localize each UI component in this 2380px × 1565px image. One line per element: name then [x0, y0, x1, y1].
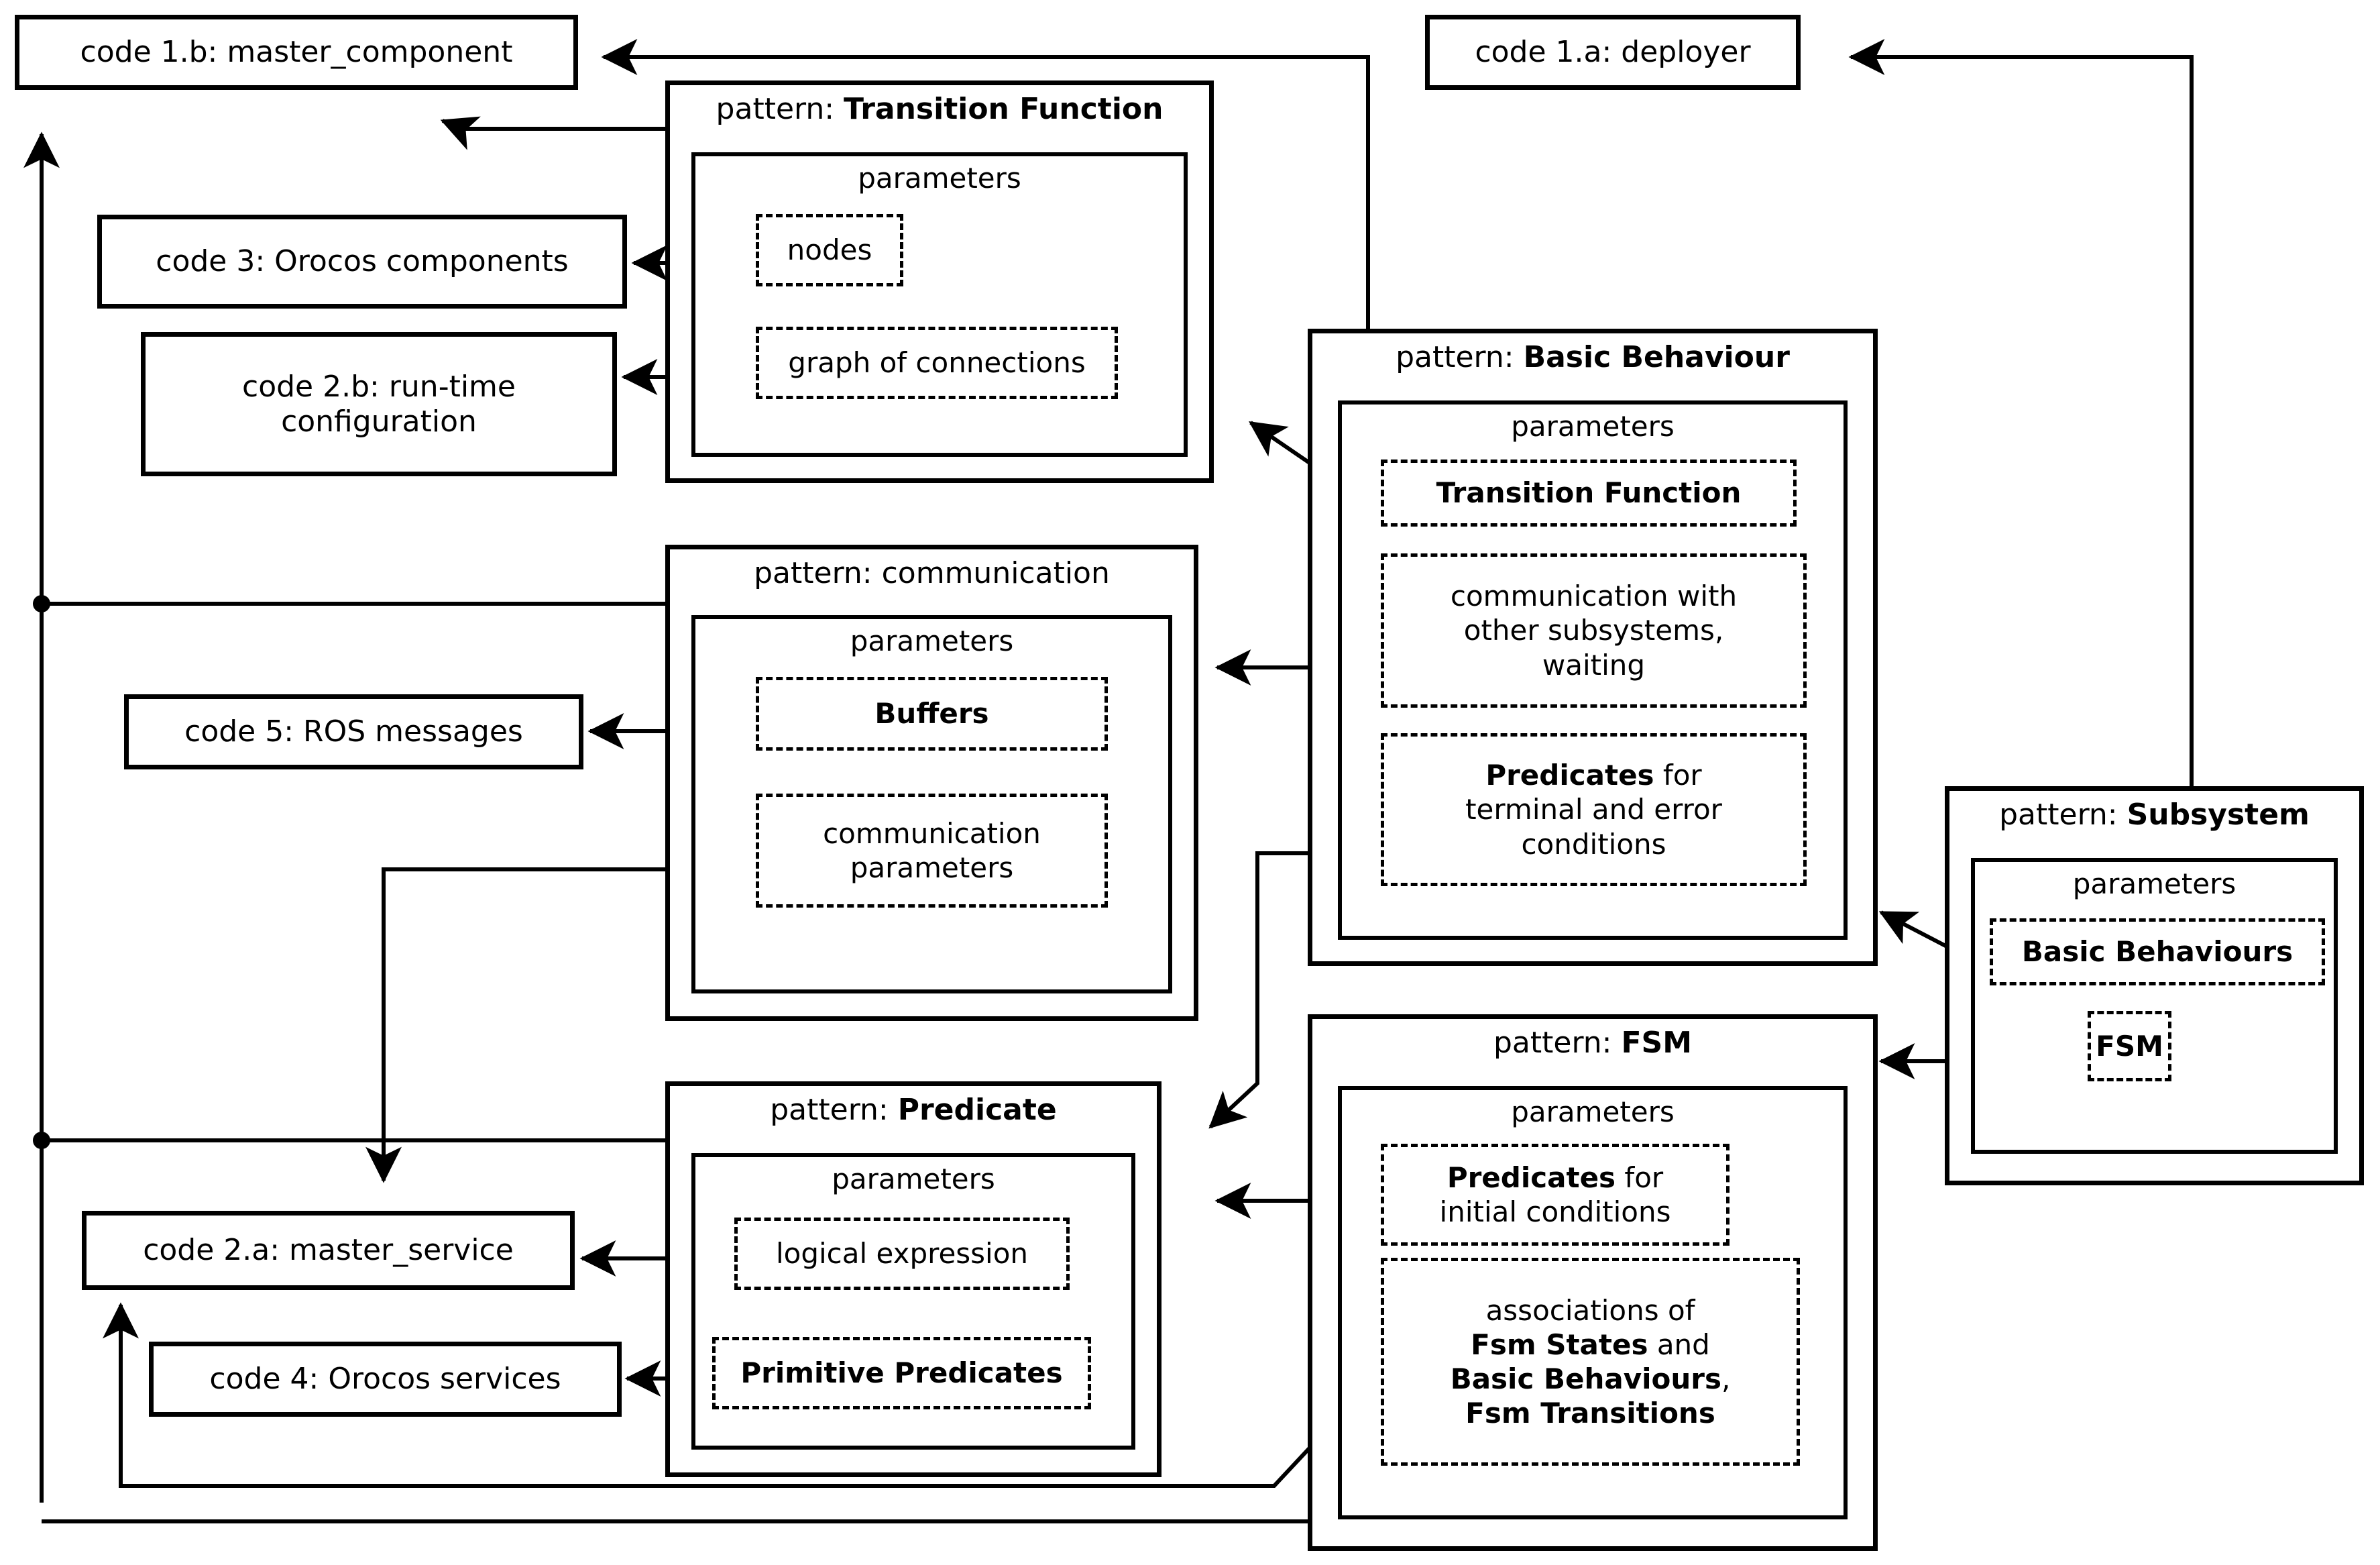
basic-behaviours-word: Basic Behaviours	[1450, 1362, 1721, 1395]
param-label: nodes	[787, 233, 872, 267]
pattern-prefix: pattern:	[1396, 340, 1524, 374]
param-label-line1: communication	[823, 816, 1041, 850]
code-box-label: code 5: ROS messages	[184, 714, 523, 749]
param-label: logical expression	[775, 1237, 1029, 1271]
param-bb-communication[interactable]: communication with other subsystems, wai…	[1381, 553, 1807, 708]
pattern-prefix: pattern:	[716, 92, 844, 126]
param-buffers[interactable]: Buffers	[756, 677, 1108, 751]
param-label-line2: other subsystems,	[1463, 614, 1724, 647]
code-box-orocos-services[interactable]: code 4: Orocos services	[149, 1342, 622, 1417]
pattern-name: FSM	[1621, 1026, 1692, 1060]
code-box-label: code 1.a: deployer	[1475, 35, 1751, 70]
parameters-panel: parameters Transition Function communica…	[1338, 400, 1848, 940]
pattern-title: pattern: FSM	[1312, 1026, 1873, 1060]
param-logical-expression[interactable]: logical expression	[734, 1218, 1070, 1290]
pattern-name: Predicate	[897, 1093, 1057, 1127]
param-label: Primitive Predicates	[740, 1356, 1063, 1390]
pattern-prefix: pattern:	[754, 556, 882, 590]
param-label-line3: Basic Behaviours,	[1451, 1362, 1731, 1396]
parameters-label: parameters	[832, 1163, 995, 1195]
param-label-line3: waiting	[1542, 648, 1646, 682]
pattern-subsystem[interactable]: pattern: Subsystem parameters Basic Beha…	[1945, 786, 2364, 1185]
parameters-label: parameters	[1511, 410, 1675, 443]
and-word: and	[1648, 1328, 1710, 1361]
code-box-label: code 3: Orocos components	[156, 244, 569, 279]
junction-dot-predicate	[33, 1132, 50, 1149]
pattern-fsm[interactable]: pattern: FSM parameters Predicates for i…	[1308, 1014, 1878, 1551]
pattern-communication[interactable]: pattern: communication parameters Buffer…	[665, 545, 1198, 1021]
code-box-label: code 2.a: master_service	[143, 1233, 514, 1268]
parameters-label: parameters	[1511, 1095, 1675, 1128]
parameters-panel: parameters Basic Behaviours FSM	[1971, 858, 2338, 1154]
param-label: Buffers	[874, 697, 989, 731]
fsm-transitions-word: Fsm Transitions	[1465, 1397, 1715, 1430]
pattern-prefix: pattern:	[1493, 1026, 1622, 1060]
pattern-title: pattern: Subsystem	[1949, 798, 2359, 832]
param-nodes[interactable]: nodes	[756, 214, 903, 286]
pattern-name: Transition Function	[844, 92, 1164, 126]
param-bb-transition-function[interactable]: Transition Function	[1381, 460, 1797, 527]
code-box-master-service[interactable]: code 2.a: master_service	[82, 1211, 575, 1290]
wire-transitionfunction-to-code1b	[440, 116, 665, 150]
param-label-line1: Predicates for	[1485, 758, 1701, 792]
param-bb-predicates[interactable]: Predicates for terminal and error condit…	[1381, 733, 1807, 886]
code-box-label-line1: code 2.b: run-time	[242, 369, 516, 404]
param-sub-fsm[interactable]: FSM	[2088, 1011, 2171, 1081]
param-primitive-predicates[interactable]: Primitive Predicates	[712, 1337, 1091, 1409]
param-label: Basic Behaviours	[2021, 935, 2293, 969]
code-box-ros-messages[interactable]: code 5: ROS messages	[124, 694, 583, 769]
pattern-title: pattern: communication	[670, 556, 1194, 590]
param-graph-of-connections[interactable]: graph of connections	[756, 327, 1118, 399]
code-box-orocos-components[interactable]: code 3: Orocos components	[97, 215, 627, 309]
code-box-label: code 1.b: master_component	[80, 35, 513, 70]
parameters-label: parameters	[850, 625, 1014, 657]
parameters-panel: parameters Buffers communication paramet…	[691, 615, 1172, 993]
param-label: graph of connections	[788, 346, 1086, 380]
param-label-line2: Fsm States and	[1471, 1328, 1710, 1362]
pattern-predicate[interactable]: pattern: Predicate parameters logical ex…	[665, 1081, 1161, 1477]
predicates-word: Predicates	[1485, 759, 1654, 792]
param-label-line3: conditions	[1521, 827, 1666, 861]
code-box-label-line2: configuration	[281, 404, 477, 439]
param-label-line4: Fsm Transitions	[1465, 1396, 1715, 1430]
param-communication-parameters[interactable]: communication parameters	[756, 794, 1108, 908]
pattern-title: pattern: Basic Behaviour	[1312, 340, 1873, 374]
pattern-name: communication	[881, 556, 1110, 590]
param-label-line1: communication with	[1450, 580, 1738, 613]
parameters-panel: parameters logical expression Primitive …	[691, 1153, 1135, 1450]
code-box-deployer[interactable]: code 1.a: deployer	[1425, 15, 1801, 90]
predicates-word: Predicates	[1447, 1161, 1616, 1194]
code-box-label: code 4: Orocos services	[209, 1362, 561, 1397]
wire-subsystem-to-code1a	[1848, 39, 2194, 786]
predicates-rest: for	[1654, 759, 1702, 792]
pattern-prefix: pattern:	[770, 1093, 898, 1127]
parameters-label: parameters	[2072, 867, 2236, 900]
param-label-line2: initial conditions	[1439, 1195, 1671, 1228]
pattern-name: Subsystem	[2127, 798, 2310, 832]
pattern-transition-function[interactable]: pattern: Transition Function parameters …	[665, 80, 1214, 483]
parameters-panel: parameters Predicates for initial condit…	[1338, 1086, 1848, 1519]
fsm-states-word: Fsm States	[1471, 1328, 1648, 1361]
predicates-rest: for	[1616, 1161, 1664, 1194]
junction-dot-communication	[33, 595, 50, 612]
parameters-label: parameters	[858, 162, 1021, 195]
pattern-name: Basic Behaviour	[1523, 340, 1790, 374]
pattern-title: pattern: Transition Function	[670, 92, 1209, 126]
param-label-line1: Predicates for	[1447, 1161, 1663, 1195]
param-fsm-associations[interactable]: associations of Fsm States and Basic Beh…	[1381, 1258, 1800, 1466]
param-label-line2: parameters	[850, 851, 1014, 884]
code-box-master-component[interactable]: code 1.b: master_component	[15, 15, 578, 90]
code-box-runtime-configuration[interactable]: code 2.b: run-time configuration	[141, 332, 617, 476]
param-fsm-predicates[interactable]: Predicates for initial conditions	[1381, 1144, 1730, 1246]
param-label: Transition Function	[1436, 476, 1742, 510]
pattern-title: pattern: Predicate	[670, 1093, 1157, 1127]
parameters-panel: parameters nodes graph of connections	[691, 152, 1188, 457]
pattern-basic-behaviour[interactable]: pattern: Basic Behaviour parameters Tran…	[1308, 329, 1878, 966]
param-label-line1: associations of	[1485, 1293, 1695, 1327]
pattern-prefix: pattern:	[1999, 798, 2127, 832]
param-label: FSM	[2096, 1029, 2163, 1063]
param-label-line2: terminal and error	[1465, 793, 1722, 826]
comma: ,	[1721, 1362, 1731, 1395]
param-sub-basic-behaviours[interactable]: Basic Behaviours	[1990, 918, 2325, 985]
